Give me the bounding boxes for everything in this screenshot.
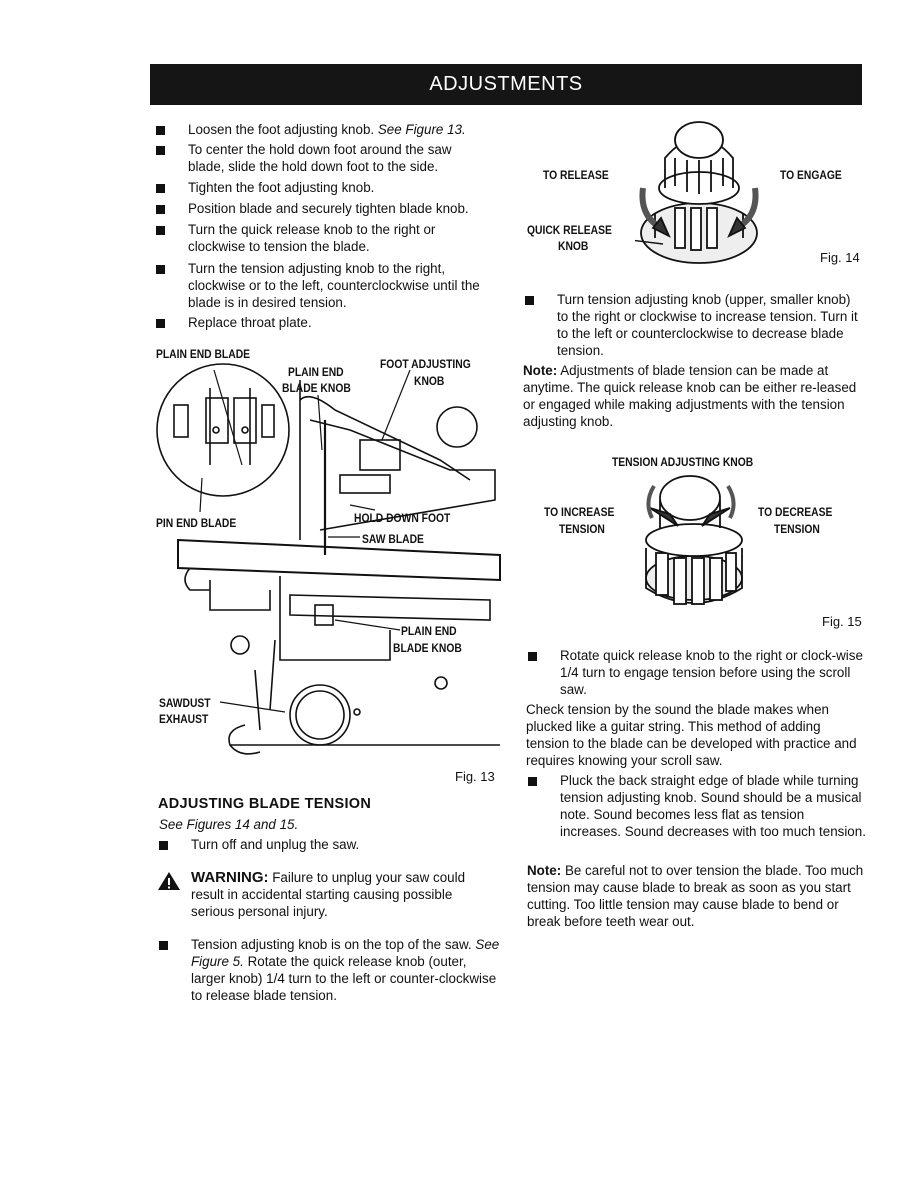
bullet-square-icon bbox=[156, 184, 165, 193]
bullet-square-icon bbox=[156, 126, 165, 135]
tension-adjusting-knob-illustration bbox=[645, 475, 743, 605]
label-plain-end-blade-knob-bottom-2: BLADE KNOB bbox=[393, 641, 462, 655]
sawdust-exhaust-port bbox=[289, 684, 351, 746]
label-quick-release-knob-2: KNOB bbox=[558, 239, 589, 253]
bullet-square-icon bbox=[159, 841, 168, 850]
check-tension-paragraph: Check tension by the sound the blade mak… bbox=[526, 702, 857, 768]
label-to-decrease-tension-2: TENSION bbox=[774, 522, 820, 536]
blade-detail-circle bbox=[156, 363, 290, 497]
bullet-square-icon bbox=[156, 205, 165, 214]
bullet-square-icon bbox=[525, 296, 534, 305]
list-item-text: To center the hold down foot around the … bbox=[188, 142, 452, 174]
quick-release-knob-illustration bbox=[635, 121, 759, 264]
warning-text: WARNING: Failure to unplug your saw coul… bbox=[191, 869, 466, 919]
label-to-engage: TO ENGAGE bbox=[780, 168, 842, 182]
section-title: ADJUSTING BLADE TENSION bbox=[158, 796, 372, 812]
list-item-text: Tighten the foot adjusting knob. bbox=[188, 180, 375, 195]
bullet-square-icon bbox=[156, 146, 165, 155]
label-foot-adjusting-knob-2: KNOB bbox=[414, 374, 445, 388]
note-paragraph: Note: Be careful not to over tension the… bbox=[527, 863, 864, 929]
list-item-text: Turn tension adjusting knob (upper, smal… bbox=[557, 292, 858, 358]
label-to-release: TO RELEASE bbox=[543, 168, 609, 182]
list-item-text: Loosen the foot adjusting knob. bbox=[188, 122, 375, 137]
label-plain-end-blade-knob-top: PLAIN END bbox=[288, 365, 344, 379]
label-to-increase-tension: TO INCREASE bbox=[544, 505, 615, 519]
bullet-square-icon bbox=[156, 319, 165, 328]
list-item-text: Pluck the back straight edge of blade wh… bbox=[560, 773, 866, 839]
figure-ref: See Figure 13. bbox=[377, 122, 466, 137]
label-plain-end-blade-knob-top-2: BLADE KNOB bbox=[282, 381, 351, 395]
label-to-increase-tension-2: TENSION bbox=[559, 522, 605, 536]
label-saw-blade: SAW BLADE bbox=[362, 532, 424, 546]
list-item-text: Rotate quick release knob to the right o… bbox=[560, 648, 863, 697]
page-header: ADJUSTMENTS bbox=[150, 64, 862, 105]
label-plain-end-blade: PLAIN END BLADE bbox=[156, 347, 251, 361]
bullet-square-icon bbox=[156, 226, 165, 235]
list-item-text: Position blade and securely tighten blad… bbox=[188, 201, 469, 216]
warning-icon bbox=[158, 872, 180, 890]
bullet-square-icon bbox=[156, 265, 165, 274]
list-item-text: Turn off and unplug the saw. bbox=[191, 837, 360, 852]
label-sawdust-exhaust-2: EXHAUST bbox=[159, 712, 209, 726]
label-hold-down-foot: HOLD DOWN FOOT bbox=[354, 511, 451, 525]
label-to-decrease-tension: TO DECREASE bbox=[758, 505, 833, 519]
foot-adjusting-knob bbox=[436, 406, 478, 448]
scroll-saw-illustration bbox=[156, 363, 501, 755]
section-subtitle: See Figures 14 and 15. bbox=[159, 817, 299, 832]
page-title: ADJUSTMENTS bbox=[429, 73, 583, 95]
figure-caption: Fig. 15 bbox=[822, 614, 862, 629]
label-quick-release-knob: QUICK RELEASE bbox=[527, 223, 612, 237]
label-pin-end-blade: PIN END BLADE bbox=[156, 516, 237, 530]
list-item-text: Replace throat plate. bbox=[188, 315, 312, 330]
list-item-text: Turn the tension adjusting knob to the r… bbox=[188, 261, 480, 310]
bullet-square-icon bbox=[159, 941, 168, 950]
figure-caption: Fig. 14 bbox=[820, 250, 860, 265]
label-sawdust-exhaust: SAWDUST bbox=[159, 696, 211, 710]
label-plain-end-blade-knob-bottom: PLAIN END bbox=[401, 624, 457, 638]
blade-knob-left bbox=[173, 404, 189, 438]
note-paragraph: Note: Adjustments of blade tension can b… bbox=[523, 363, 857, 429]
tension-side-knob bbox=[230, 635, 250, 655]
label-tension-adjusting-knob: TENSION ADJUSTING KNOB bbox=[612, 455, 754, 469]
bullet-square-icon bbox=[528, 652, 537, 661]
list-item-text: Turn the quick release knob to the right… bbox=[188, 222, 436, 254]
bullet-square-icon bbox=[528, 777, 537, 786]
lower-blade-knob bbox=[314, 604, 334, 626]
figure-caption: Fig. 13 bbox=[455, 769, 495, 784]
label-foot-adjusting-knob: FOOT ADJUSTING bbox=[380, 357, 471, 371]
